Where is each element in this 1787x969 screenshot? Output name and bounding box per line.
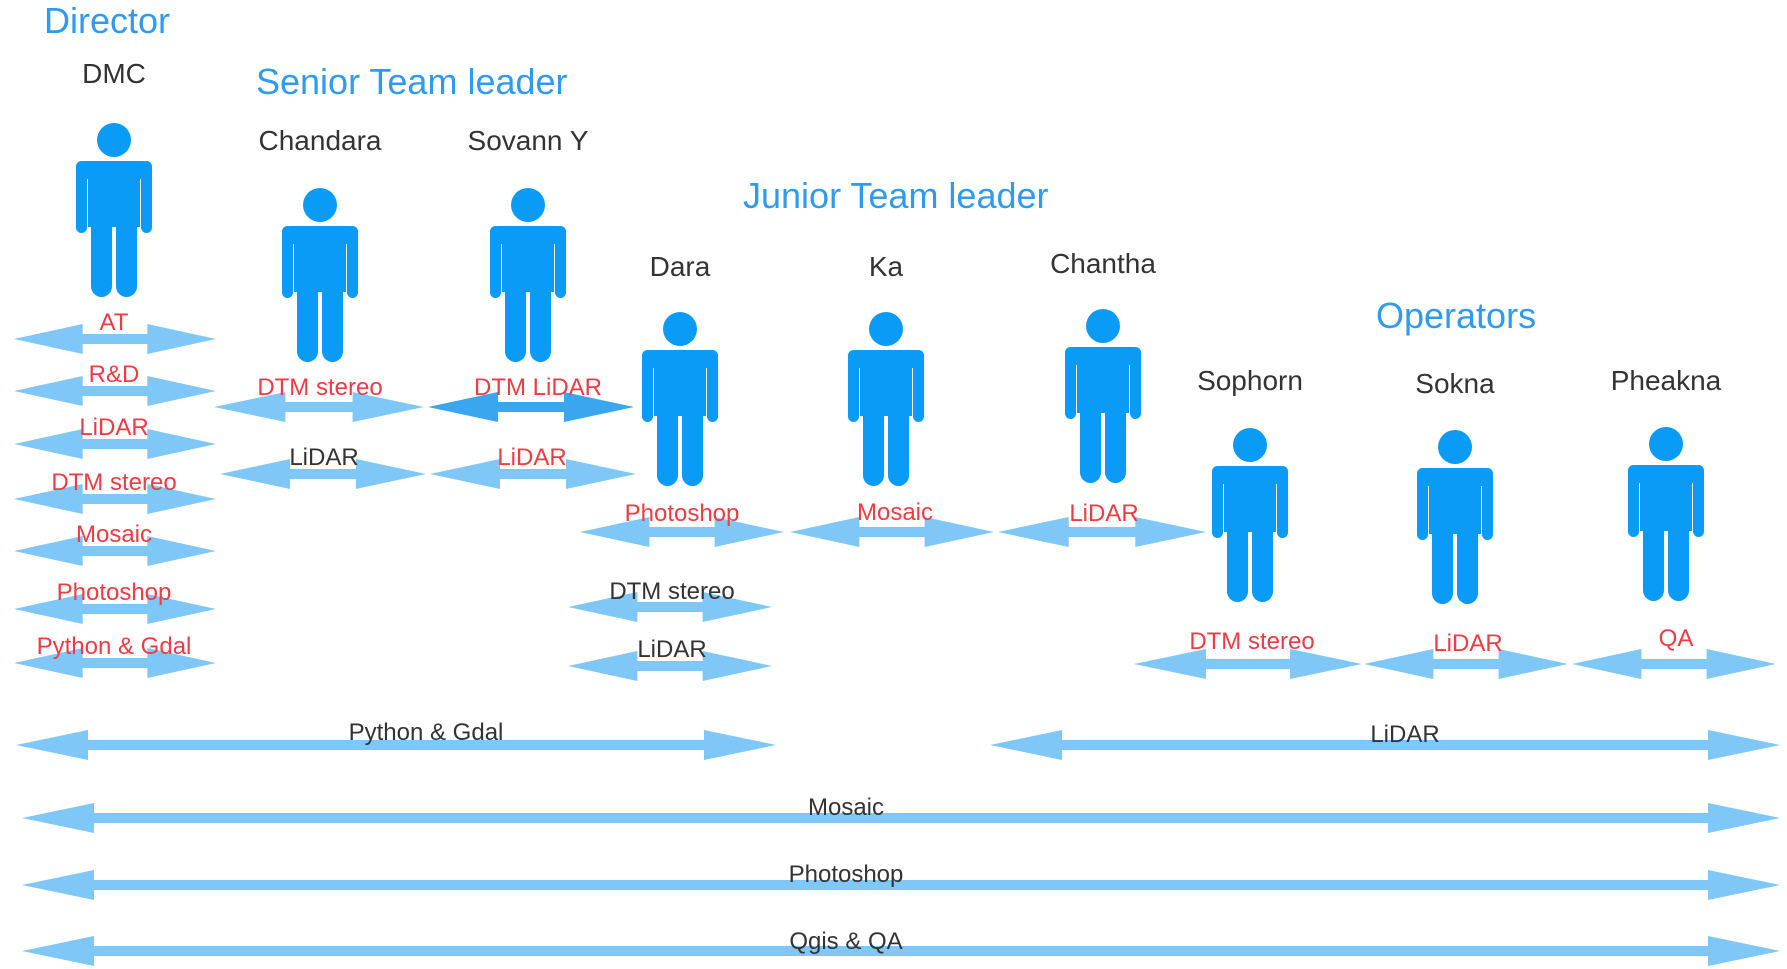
person-icon (490, 188, 566, 362)
skill-label: Photoshop (625, 500, 740, 527)
person-name: Sokna (1415, 368, 1495, 399)
double-arrow-icon (220, 459, 426, 489)
arrows-layer (14, 324, 1780, 966)
shared-skill-label: Qgis & QA (789, 928, 902, 955)
skill-label: AT (100, 309, 129, 336)
names-layer: DMC Chandara Sovann Y Dara Ka Chantha So… (82, 58, 1722, 399)
skill-label: QA (1659, 625, 1694, 652)
skill-label: LiDAR (289, 444, 358, 471)
double-arrow-icon (14, 429, 216, 459)
double-arrow-icon (22, 936, 1780, 966)
skill-label: Mosaic (76, 521, 152, 548)
skill-label: DTM stereo (609, 578, 734, 605)
double-arrow-icon (580, 517, 784, 547)
skill-label: LiDAR (79, 414, 148, 441)
shared-skill-label: Mosaic (808, 794, 884, 821)
person-name: Chantha (1050, 248, 1156, 279)
double-arrow-icon (568, 651, 772, 681)
skill-label: R&D (89, 361, 140, 388)
skills-layer: AT R&D LiDAR DTM stereo Mosaic Photoshop… (37, 309, 1694, 955)
person-icon (1212, 428, 1288, 602)
person-icon (1065, 309, 1141, 483)
person-name: Dara (650, 251, 711, 282)
double-arrow-icon (428, 392, 634, 422)
double-arrow-icon (990, 730, 1780, 760)
heading-senior-team-leader: Senior Team leader (256, 61, 568, 102)
skill-label: Photoshop (57, 579, 172, 606)
person-icon (1417, 430, 1493, 604)
double-arrow-icon (790, 517, 994, 547)
heading-director: Director (44, 0, 170, 41)
double-arrow-icon (14, 484, 216, 514)
skill-label: DTM LiDAR (474, 374, 602, 401)
person-icon (282, 188, 358, 362)
skill-label: DTM stereo (257, 374, 382, 401)
double-arrow-icon (14, 536, 216, 566)
skill-label: DTM stereo (51, 469, 176, 496)
double-arrow-icon (14, 324, 216, 354)
double-arrow-icon (22, 870, 1780, 900)
person-name: Pheakna (1611, 365, 1722, 396)
shared-skill-label: Python & Gdal (349, 719, 504, 746)
skill-label: DTM stereo (1189, 628, 1314, 655)
person-icon (76, 123, 152, 297)
person-name: DMC (82, 58, 146, 89)
person-icon (642, 312, 718, 486)
skill-label: Mosaic (857, 499, 933, 526)
double-arrow-icon (14, 594, 216, 624)
double-arrow-icon (14, 648, 216, 678)
shared-skill-label: Photoshop (789, 861, 904, 888)
heading-operators: Operators (1376, 295, 1536, 336)
double-arrow-icon (568, 592, 772, 622)
person-name: Ka (869, 251, 904, 282)
person-name: Sophorn (1197, 365, 1303, 396)
person-name: Sovann Y (468, 125, 589, 156)
double-arrow-icon (14, 376, 216, 406)
person-icon (848, 312, 924, 486)
double-arrow-icon (1572, 649, 1776, 679)
skill-label: LiDAR (1433, 630, 1502, 657)
double-arrow-icon (1134, 649, 1362, 679)
skill-label: Python & Gdal (37, 633, 192, 660)
person-name: Chandara (259, 125, 382, 156)
skill-label: LiDAR (637, 636, 706, 663)
heading-junior-team-leader: Junior Team leader (743, 175, 1049, 216)
person-icon (1628, 427, 1704, 601)
double-arrow-icon (998, 517, 1206, 547)
shared-skill-label: LiDAR (1370, 721, 1439, 748)
skill-label: LiDAR (497, 444, 566, 471)
double-arrow-icon (22, 803, 1780, 833)
skill-label: LiDAR (1069, 500, 1138, 527)
headings-layer: Director Senior Team leader Junior Team … (44, 0, 1536, 336)
double-arrow-icon (16, 730, 776, 760)
double-arrow-icon (214, 392, 424, 422)
double-arrow-icon (430, 459, 636, 489)
double-arrow-icon (1364, 649, 1568, 679)
